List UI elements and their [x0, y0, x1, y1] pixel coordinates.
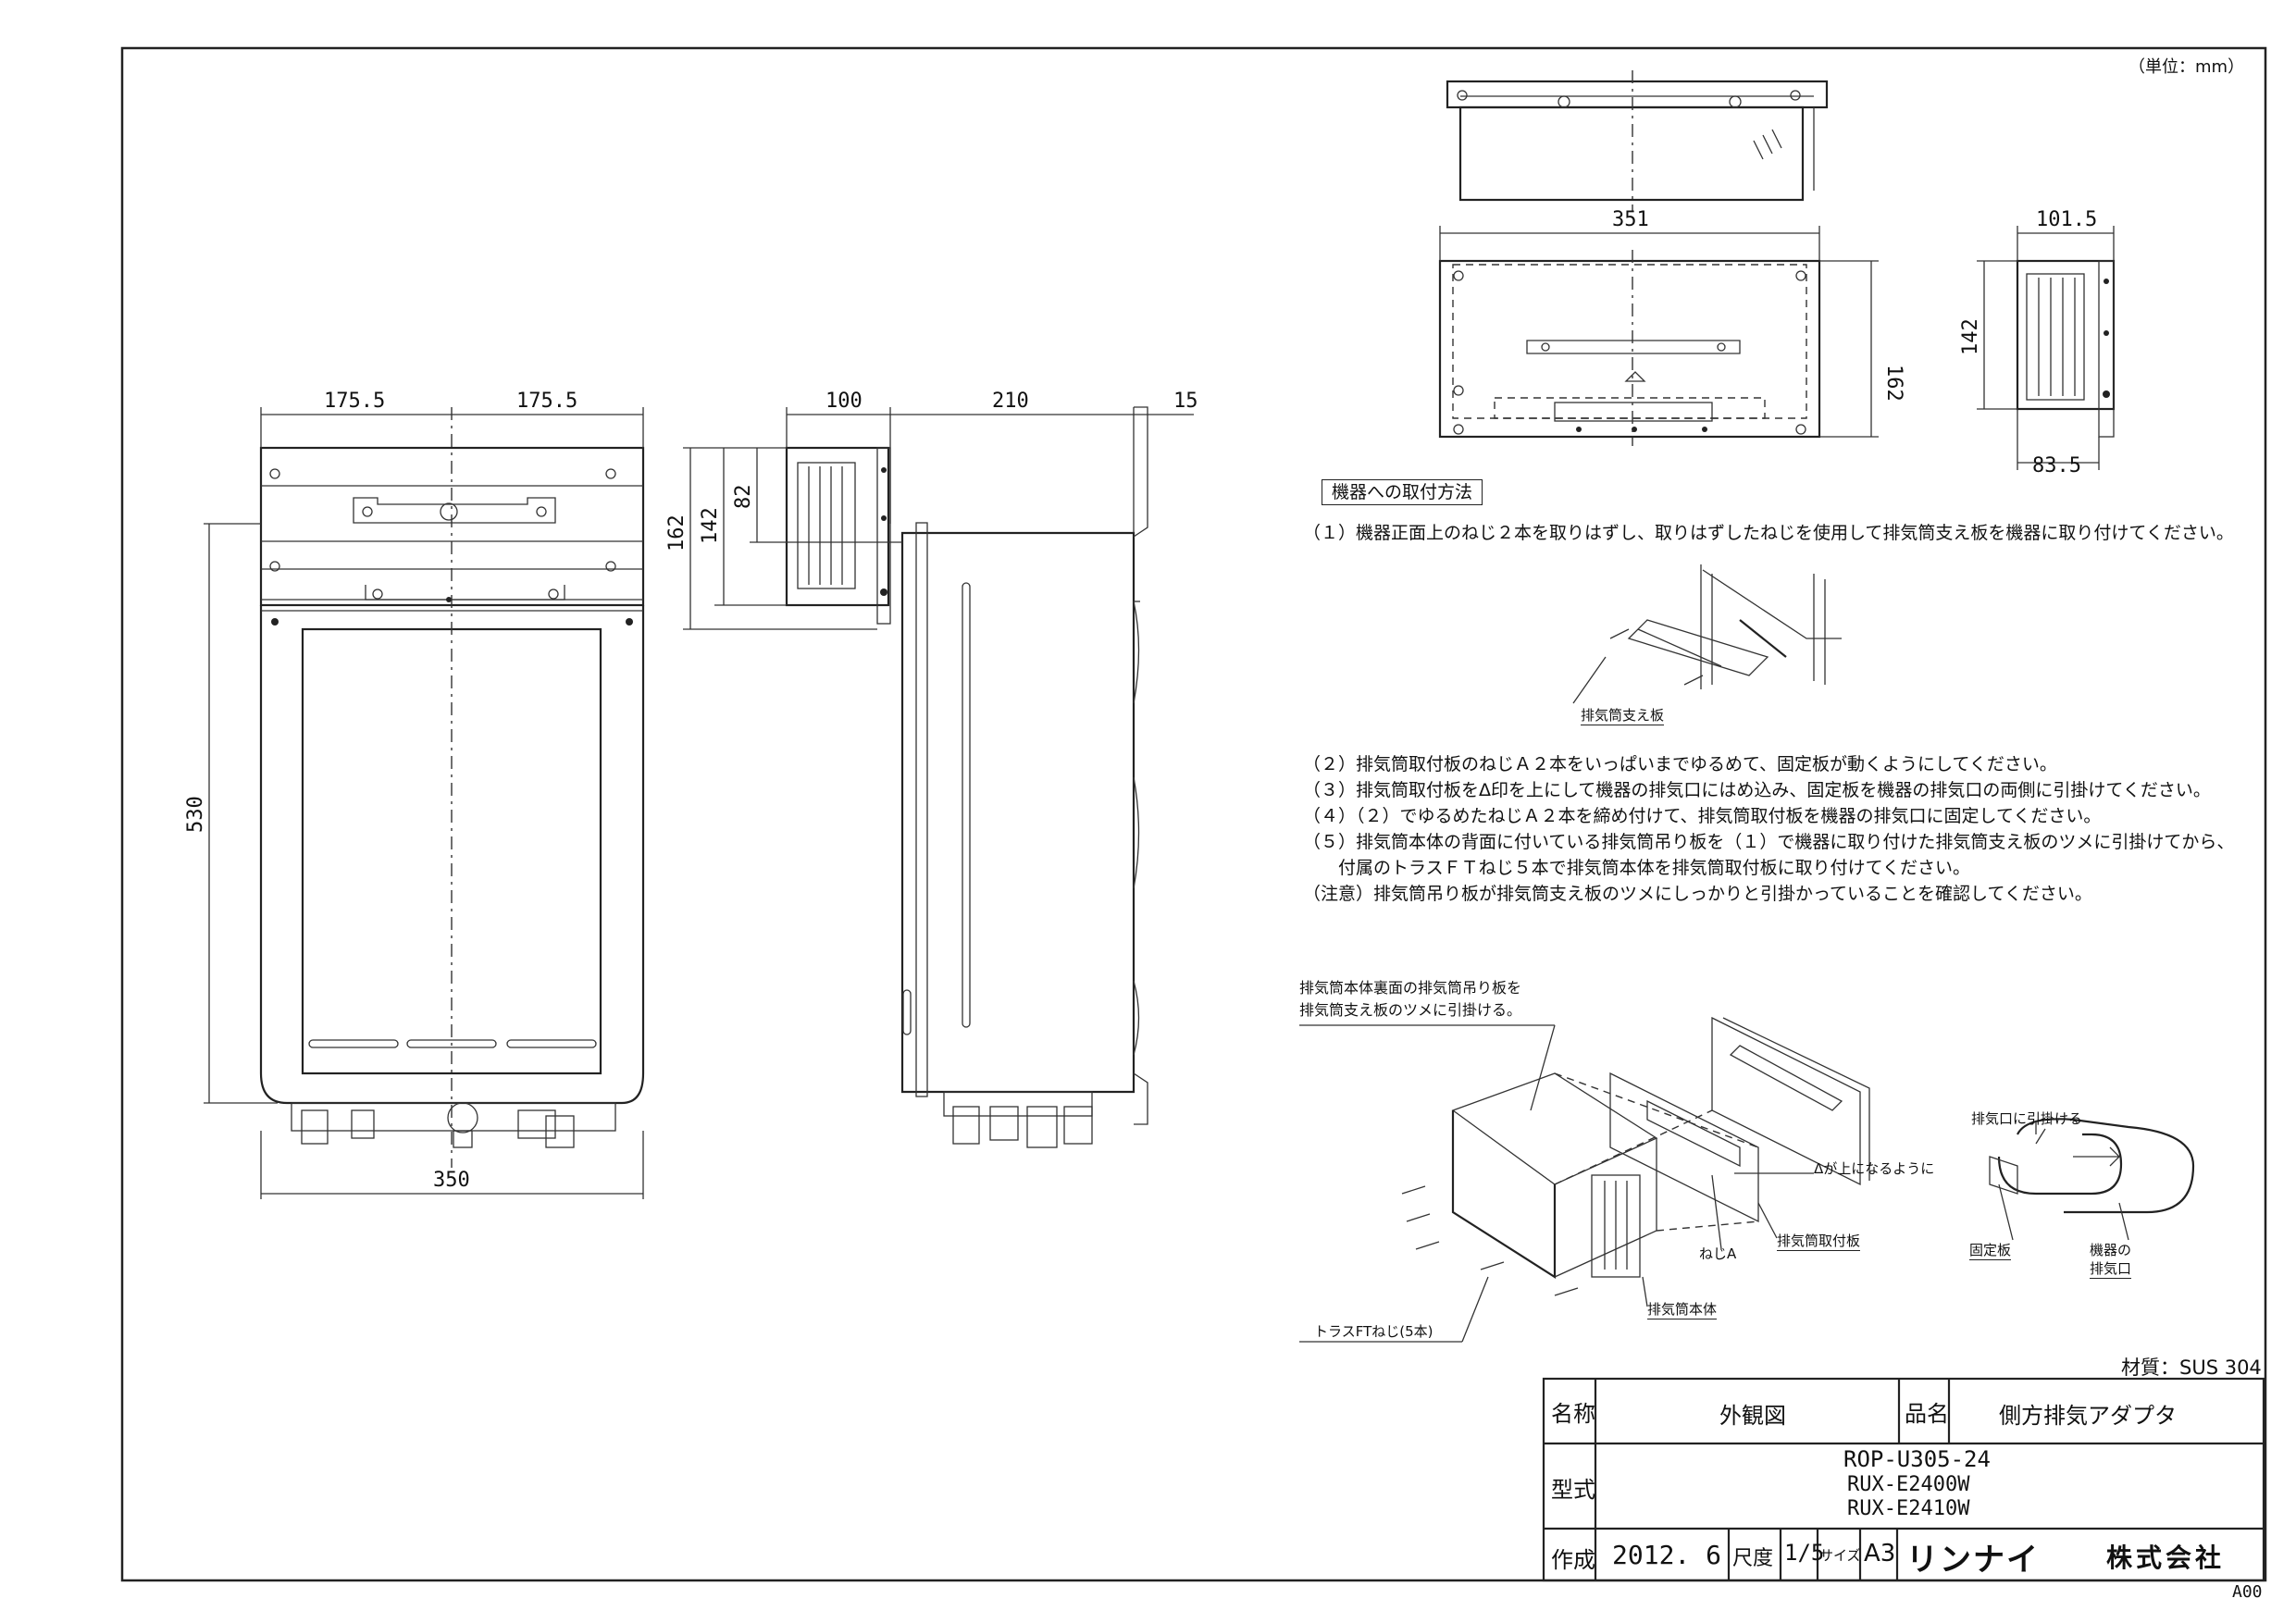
dim-side-h-142: 142: [699, 507, 722, 544]
instruction-step-3: （３）排気筒取付板をΔ印を上にして機器の排気口にはめ込み、固定板を機器の排気口の…: [1303, 780, 2211, 800]
title-block: [1542, 1377, 2265, 1582]
dim-adapter-h: 162: [1882, 365, 1905, 402]
dim-adapter-w: 351: [1612, 208, 1649, 231]
instruction-step-1: （１）機器正面上のねじ２本を取りはずし、取りはずしたねじを使用して排気筒支え板を…: [1303, 523, 2234, 543]
material-note: 材質：SUS 304: [2121, 1357, 2262, 1379]
product-label: 品名: [1905, 1401, 1949, 1427]
adapter-front-view: 351 162: [1438, 208, 1905, 446]
model-sub-2: RUX-E2410W: [1847, 1497, 1970, 1520]
dim-side-depth-3: 15: [1173, 390, 1198, 413]
instruction-step-5a: （５）排気筒本体の背面に付いている排気筒吊り板を（１）で機器に取り付けた排気筒支…: [1303, 832, 2235, 852]
instruction-step-4: （４）（２）でゆるめたねじＡ２本を締め付けて、排気筒取付板を機器の排気口に固定し…: [1303, 806, 2102, 826]
dim-adapter-side-w: 101.5: [2036, 208, 2097, 231]
scale-label: 尺度: [1732, 1547, 1774, 1570]
dim-side-depth-1: 100: [825, 390, 863, 413]
label-outlet-line-2: 排気口: [2090, 1260, 2132, 1279]
drawing-frame: [120, 46, 2267, 1582]
dim-side-h-82: 82: [732, 485, 755, 510]
created-value: 2012. 6: [1612, 1540, 1722, 1570]
label-hook-line-1: 排気筒本体裏面の排気筒吊り板を: [1299, 979, 1522, 997]
adapter-top-view: [1446, 70, 1829, 211]
label-body: 排気筒本体: [1647, 1301, 1718, 1319]
label-outlet-line-1: 機器の: [2090, 1242, 2132, 1258]
dim-side-h-162: 162: [665, 514, 689, 551]
instruction-step-5b: 付属のトラスＦＴねじ５本で排気筒本体を排気筒取付板に取り付けてください。: [1303, 858, 1971, 878]
instruction-step-2: （２）排気筒取付板のねじＡ２本をいっぱいまでゆるめて、固定板が動くようにしてくだ…: [1303, 754, 2057, 774]
unit-note: （単位：mm）: [2128, 57, 2244, 77]
company-suffix: 株式会社: [2106, 1542, 2226, 1573]
scale-value: 1/5: [1784, 1540, 1825, 1566]
name-label: 名称: [1551, 1401, 1595, 1427]
name-value: 外観図: [1719, 1403, 1786, 1429]
instructions-title: 機器への取付方法: [1322, 479, 1483, 505]
label-screw-a: ねじA: [1699, 1245, 1737, 1262]
label-support-plate: 排気筒支え板: [1581, 707, 1665, 725]
adapter-side-view: 101.5 142 83.5: [1959, 208, 2116, 477]
label-hook-line-2: 排気筒支え板のツメに引掛ける。: [1299, 1001, 1522, 1019]
sheet-code: A00: [2232, 1582, 2263, 1602]
dim-adapter-side-b: 83.5: [2032, 454, 2081, 477]
install-figure-2: [1299, 1016, 2195, 1343]
dim-adapter-side-h: 142: [1959, 318, 1982, 355]
label-hook-outlet: 排気口に引掛ける: [1971, 1110, 2083, 1127]
size-value: A3: [1864, 1540, 1896, 1567]
side-view: 100 210 15 162 142 82: [665, 390, 1198, 1148]
dim-side-depth-2: 210: [992, 390, 1029, 413]
dim-front-width: 350: [433, 1169, 470, 1192]
product-value: 側方排気アダプタ: [1999, 1403, 2177, 1429]
label-fix-plate: 固定板: [1969, 1242, 2012, 1260]
install-figure-1: [1572, 564, 1842, 704]
dim-front-w-right: 175.5: [516, 390, 577, 413]
model-label: 型式: [1551, 1477, 1595, 1503]
dim-front-height: 530: [184, 796, 207, 833]
dim-front-w-left: 175.5: [324, 390, 385, 413]
created-label: 作成: [1551, 1547, 1595, 1573]
size-label: サイズ: [1819, 1547, 1861, 1564]
model-main: ROP-U305-24: [1843, 1446, 1991, 1472]
label-delta-up: Δが上になるように: [1814, 1160, 1935, 1177]
company-logo: リンナイ: [1906, 1542, 2040, 1579]
instruction-note: （注意）排気筒吊り板が排気筒支え板のツメにしっかりと引掛かっていることを確認して…: [1303, 884, 2092, 904]
label-mount-plate: 排気筒取付板: [1777, 1233, 1861, 1251]
model-sub-1: RUX-E2400W: [1847, 1473, 1970, 1496]
label-truss-screw: トラスFTねじ(5本): [1314, 1323, 1433, 1340]
front-view: 175.5 175.5 530 350: [184, 390, 645, 1199]
